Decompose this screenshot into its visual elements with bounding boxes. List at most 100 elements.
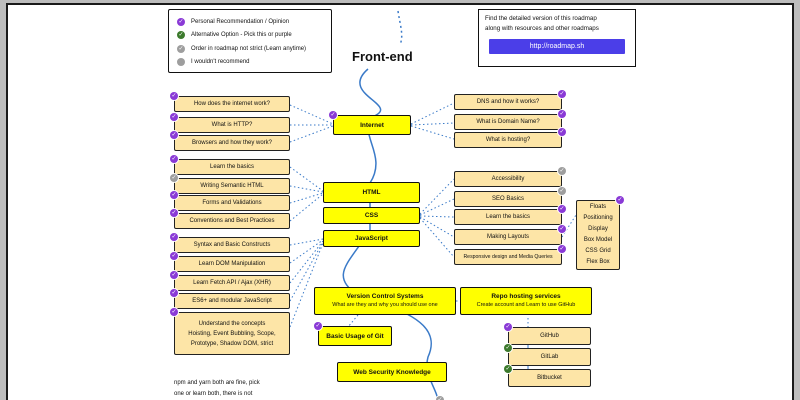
javascript-node[interactable]: JavaScript: [323, 230, 420, 247]
purple-check-icon: ✓: [170, 233, 178, 241]
purple-check-icon: ✓: [170, 271, 178, 279]
repo-title: Repo hosting services: [491, 293, 561, 300]
html-left-item[interactable]: Learn the basics: [174, 159, 290, 175]
purple-check-icon: ✓: [170, 155, 178, 163]
css-connectors: [419, 178, 577, 258]
legend-label: Order in roadmap not strict (Learn anyti…: [191, 45, 307, 52]
page-title: Front-end: [352, 49, 413, 64]
layout-item: Positioning: [583, 215, 613, 221]
purple-check-icon: ✓: [170, 113, 178, 121]
css-right-item[interactable]: SEO Basics: [454, 191, 562, 207]
legend-label: Alternative Option - Pick this or purple: [191, 32, 292, 39]
internet-connectors: [289, 102, 455, 143]
internet-right-item[interactable]: DNS and how it works?: [454, 94, 562, 110]
purple-check-icon: ✓: [504, 323, 512, 331]
purple-check-icon: ✓: [558, 225, 566, 233]
roadmap-link-button[interactable]: http://roadmap.sh: [489, 39, 625, 54]
info-line-2: along with resources and other roadmaps: [485, 25, 599, 32]
purple-check-icon: ✓: [170, 289, 178, 297]
info-line-1: Find the detailed version of this roadma…: [485, 15, 597, 22]
green-check-icon: ✓: [504, 365, 512, 373]
legend-box: ✓ Personal Recommendation / Opinion ✓ Al…: [168, 9, 332, 73]
layout-item: Display: [588, 226, 608, 232]
gray-check-icon: ✓: [170, 174, 178, 182]
layouts-list[interactable]: Floats Positioning Display Box Model CSS…: [576, 200, 620, 270]
gray-check-icon: ✓: [558, 167, 566, 175]
js-left-item[interactable]: Learn DOM Manipulation: [174, 256, 290, 272]
purple-check-icon: ✓: [170, 308, 178, 316]
legend-item: ✓ Alternative Option - Pick this or purp…: [177, 29, 323, 43]
purple-check-icon: ✓: [170, 92, 178, 100]
green-check-icon: ✓: [504, 344, 512, 352]
layout-item: Flex Box: [586, 259, 610, 265]
git-node[interactable]: Basic Usage of Git: [318, 326, 392, 346]
purple-check-icon: ✓: [558, 110, 566, 118]
css-node[interactable]: CSS: [323, 207, 420, 224]
internet-left-item[interactable]: Browsers and how they work?: [174, 135, 290, 151]
note-line: npm and yarn both are fine, pick: [174, 380, 260, 386]
html-left-item[interactable]: Writing Semantic HTML: [174, 178, 290, 194]
vcs-title: Version Control Systems: [346, 293, 424, 300]
legend-item: I wouldn't recommend: [177, 56, 323, 70]
vcs-subtitle: What are they and why you should use one: [332, 302, 438, 308]
concepts-line: Hoisting, Event Bubbling, Scope,: [188, 330, 276, 337]
repo-host-item[interactable]: GitLab: [508, 348, 591, 366]
html-left-item[interactable]: Forms and Validations: [174, 195, 290, 211]
css-right-item[interactable]: Making Layouts: [454, 229, 562, 245]
purple-check-icon: ✓: [558, 205, 566, 213]
purple-check-icon: ✓: [558, 245, 566, 253]
internet-right-item[interactable]: What is hosting?: [454, 132, 562, 148]
internet-left-item[interactable]: What is HTTP?: [174, 117, 290, 133]
purple-check-icon: ✓: [170, 131, 178, 139]
vcs-node[interactable]: Version Control Systems What are they an…: [314, 287, 456, 315]
js-left-item[interactable]: ES6+ and modular JavaScript: [174, 293, 290, 309]
concepts-line: Prototype, Shadow DOM, strict: [190, 340, 274, 347]
layout-item: CSS Grid: [585, 248, 611, 254]
js-left-item[interactable]: Learn Fetch API / Ajax (XHR): [174, 275, 290, 291]
vcs-connectors: [347, 300, 529, 331]
legend-label: Personal Recommendation / Opinion: [191, 18, 290, 25]
repo-hosting-node[interactable]: Repo hosting services Create account and…: [460, 287, 592, 315]
gray-check-icon: ✓: [436, 396, 444, 400]
legend-item: ✓ Order in roadmap not strict (Learn any…: [177, 42, 323, 56]
internet-left-item[interactable]: How does the internet work?: [174, 96, 290, 112]
layout-item: Floats: [589, 204, 607, 210]
css-right-item[interactable]: Learn the basics: [454, 209, 562, 225]
package-manager-note: npm and yarn both are fine, pick one or …: [174, 378, 290, 400]
html-left-item[interactable]: Conventions and Best Practices: [174, 213, 290, 229]
concepts-item[interactable]: Understand the concepts Hoisting, Event …: [174, 312, 290, 355]
html-node[interactable]: HTML: [323, 182, 420, 203]
repo-host-item[interactable]: Bitbucket: [508, 369, 591, 387]
css-right-item[interactable]: Accessibility: [454, 171, 562, 187]
info-box: Find the detailed version of this roadma…: [478, 9, 636, 67]
layout-item: Box Model: [583, 237, 613, 243]
js-left-item[interactable]: Syntax and Basic Constructs: [174, 237, 290, 253]
html-connectors: [289, 166, 324, 222]
purple-check-icon: ✓: [558, 128, 566, 136]
spine-top: [397, 10, 403, 46]
internet-node[interactable]: Internet: [333, 115, 411, 135]
internet-right-item[interactable]: What is Domain Name?: [454, 114, 562, 130]
legend-label: I wouldn't recommend: [191, 59, 250, 66]
note-line: one or learn both, there is not: [174, 391, 253, 397]
purple-check-icon: ✓: [558, 90, 566, 98]
spine-line: [342, 68, 439, 400]
purple-check-icon: ✓: [616, 196, 624, 204]
repo-host-item[interactable]: GitHub: [508, 327, 591, 345]
js-connectors: [289, 238, 324, 328]
purple-check-icon: ✓: [170, 252, 178, 260]
purple-check-icon: ✓: [170, 191, 178, 199]
purple-check-icon: ✓: [314, 322, 322, 330]
css-right-item[interactable]: Responsive design and Media Queries: [454, 249, 562, 265]
repo-subtitle: Create account and Learn to use GitHub: [476, 302, 576, 308]
green-check-icon: ✓: [177, 31, 185, 40]
concepts-line: Understand the concepts: [198, 320, 266, 327]
gray-check-icon: ✓: [558, 187, 566, 195]
purple-check-icon: ✓: [329, 111, 337, 119]
legend-item: ✓ Personal Recommendation / Opinion: [177, 15, 323, 29]
gray-check-icon: ✓: [177, 44, 185, 53]
gray-dot-icon: [177, 58, 185, 67]
security-node[interactable]: Web Security Knowledge: [337, 362, 447, 382]
purple-check-icon: ✓: [170, 209, 178, 217]
